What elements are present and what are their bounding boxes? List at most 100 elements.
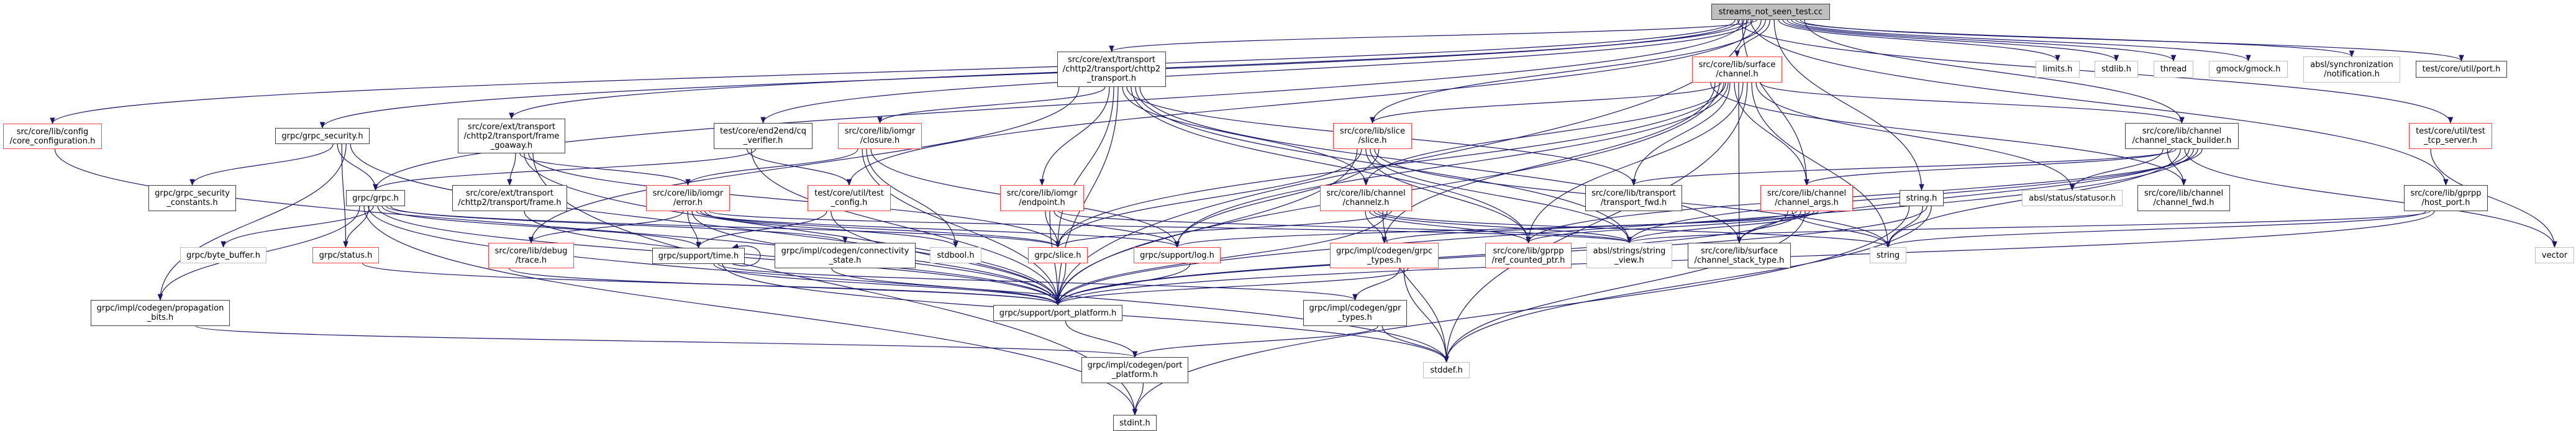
edge-time-to-time [731, 243, 761, 266]
edge-grpc_security-to-prop_bits [157, 143, 347, 301]
node-ref-counted[interactable]: src/core/lib/gprpp /ref_counted_ptr.h [1485, 243, 1572, 268]
edge-goaway-to-error [519, 153, 691, 186]
edge-surface_channel-to-channel_fwd [1710, 82, 2187, 186]
edge-main-to-chttp2 [1109, 19, 1757, 53]
node-impl-port[interactable]: grpc/impl/codegen/port _platform.h [1081, 357, 1188, 383]
node-grpc-slice[interactable]: grpc/slice.h [1028, 247, 1088, 263]
edge-surface_channel-to-statusor [1755, 82, 2075, 191]
edge-grpc_types-to-port_platform [1055, 268, 1409, 306]
node-stdint[interactable]: stdint.h [1113, 415, 1157, 431]
node-label: grpc/impl/codegen/connectivity _state.h [781, 246, 909, 265]
node-grpc-security[interactable]: grpc/grpc_security.h [275, 128, 370, 144]
node-transport-fwd[interactable]: src/core/lib/transport /transport_fwd.h [1585, 185, 1682, 211]
edge-channelz-to-ref_counted [1369, 211, 1531, 244]
node-thread[interactable]: thread [2154, 61, 2193, 78]
node-test-config[interactable]: test/core/util/test _config.h [808, 185, 891, 211]
node-stdlib[interactable]: stdlib.h [2095, 61, 2138, 78]
node-stddef[interactable]: stddef.h [1423, 362, 1470, 378]
edge-conn_state-to-port_platform [831, 268, 1061, 306]
node-channelz[interactable]: src/core/lib/channel /channelz.h [1320, 185, 1412, 211]
node-sec-constants[interactable]: grpc/grpc_security _constants.h [148, 185, 236, 211]
node-label: src/core/lib/transport /transport_fwd.h [1591, 189, 1676, 207]
node-label: src/core/ext/transport /chttp2/transport… [458, 189, 562, 207]
edge-endpoint-to-log [1054, 211, 1180, 248]
node-stack-type[interactable]: src/core/lib/surface /channel_stack_type… [1688, 243, 1791, 268]
node-error[interactable]: src/core/lib/iomgr /error.h [646, 185, 730, 211]
node-core-config[interactable]: src/core/lib/config /core_configuration.… [3, 124, 102, 149]
edge-lib_slice-to-grpc_slice [1055, 148, 1362, 248]
edge-trace-to-port_platform [509, 268, 1061, 306]
edge-stack_builder-to-transport_fwd [1631, 148, 2177, 186]
edge-impl_port-to-stdint [1132, 383, 1144, 416]
edge-port_platform-to-impl_port [1065, 320, 1138, 358]
node-closure[interactable]: src/core/lib/iomgr /closure.h [838, 123, 922, 149]
node-port-platform[interactable]: grpc/support/port_platform.h [993, 305, 1122, 321]
node-gmock[interactable]: gmock/gmock.h [2209, 61, 2288, 78]
node-endpoint[interactable]: src/core/lib/iomgr /endpoint.h [1000, 185, 1084, 211]
node-string[interactable]: string [1870, 247, 1906, 263]
node-tcp-server[interactable]: test/core/util/test _tcp_server.h [2409, 123, 2492, 149]
node-limits[interactable]: limits.h [2036, 61, 2080, 78]
node-prop-bits[interactable]: grpc/impl/codegen/propagation _bits.h [91, 300, 230, 326]
node-frame[interactable]: src/core/ext/transport /chttp2/transport… [452, 185, 567, 211]
node-stdbool[interactable]: stdbool.h [930, 247, 981, 263]
node-label: grpc/support/log.h [1140, 250, 1214, 260]
edge-prop_bits-to-impl_port [195, 325, 1137, 358]
node-grpc-types[interactable]: grpc/impl/codegen/grpc _types.h [1330, 243, 1439, 268]
node-stack-builder[interactable]: src/core/lib/channel /channel_stack_buil… [2125, 123, 2239, 149]
edge-time-to-gpr_types [717, 263, 1358, 301]
node-label: stdint.h [1119, 418, 1150, 428]
node-statusor[interactable]: absl/status/statusor.h [2022, 190, 2123, 206]
edge-error-to-log [696, 211, 1180, 248]
node-label: limits.h [2042, 65, 2073, 74]
edge-surface_channel-to-grpc_slice [1055, 82, 1724, 248]
edge-grpc-to-time [381, 206, 701, 249]
node-log[interactable]: grpc/support/log.h [1134, 247, 1221, 263]
edge-goaway-to-grpc_slice [528, 153, 1061, 248]
node-time[interactable]: grpc/support/time.h [652, 248, 745, 264]
node-label: src/core/lib/iomgr /closure.h [844, 127, 916, 145]
node-cq-verifier[interactable]: test/core/end2end/cq _verifier.h [714, 123, 812, 149]
node-grpc[interactable]: grpc/grpc.h [346, 190, 405, 206]
node-goaway[interactable]: src/core/ext/transport /chttp2/transport… [458, 119, 565, 153]
node-lib-slice[interactable]: src/core/lib/slice /slice.h [1333, 123, 1412, 149]
node-label: absl/status/statusor.h [2029, 193, 2116, 203]
edge-core_config-to-port_platform [54, 148, 1061, 306]
node-conn-state[interactable]: grpc/impl/codegen/connectivity _state.h [775, 243, 916, 268]
node-notification[interactable]: absl/synchronization /notification.h [2303, 57, 2400, 83]
node-label: stddef.h [1430, 365, 1463, 375]
edge-main-to-cq_verifier [760, 19, 1753, 124]
node-trace[interactable]: src/core/lib/debug /trace.h [488, 243, 574, 268]
edge-cq_verifier-to-grpc [373, 148, 757, 191]
node-main[interactable]: streams_not_seen_test.cc [1711, 4, 1830, 20]
edge-surface_channel-to-stddef [1444, 82, 1748, 363]
node-surface-channel[interactable]: src/core/lib/surface /channel.h [1692, 57, 1782, 83]
node-byte-buffer[interactable]: grpc/byte_buffer.h [180, 247, 266, 263]
edge-main-to-channel_args [1742, 19, 1809, 186]
node-string-h[interactable]: string.h [1900, 190, 1944, 206]
node-port[interactable]: test/core/util/port.h [2416, 61, 2507, 78]
node-gpr-types[interactable]: grpc/impl/codegen/gpr _types.h [1303, 300, 1407, 326]
node-channel-args[interactable]: src/core/lib/channel /channel_args.h [1760, 185, 1853, 211]
edge-channelz-to-port_platform [1055, 211, 1388, 306]
node-status[interactable]: grpc/status.h [312, 247, 379, 263]
edge-chttp2-to-closure [877, 86, 1106, 124]
node-label: thread [2160, 65, 2187, 74]
node-string-view[interactable]: absl/strings/string _view.h [1586, 243, 1672, 268]
node-label: grpc/impl/codegen/propagation _bits.h [96, 304, 224, 322]
node-channel-fwd[interactable]: src/core/lib/channel /channel_fwd.h [2137, 185, 2230, 211]
node-vector[interactable]: vector [2535, 247, 2574, 263]
edge-main-to-surface_channel [1734, 19, 1770, 58]
node-label: gmock/gmock.h [2216, 65, 2281, 74]
edge-grpc_types-to-gpr_types [1352, 268, 1400, 301]
edge-goaway-to-port_platform [524, 153, 1061, 306]
node-label: grpc/grpc_security.h [281, 131, 363, 141]
node-host-port[interactable]: src/core/lib/gprpp /host_port.h [2404, 185, 2488, 211]
edge-grpc-to-conn_state [390, 206, 848, 244]
node-label: src/core/lib/surface /channel_stack_type… [1694, 246, 1785, 265]
node-label: stdbool.h [937, 250, 975, 260]
edge-lib_slice-to-log [1174, 148, 1380, 248]
node-chttp2[interactable]: src/core/ext/transport /chttp2/transport… [1057, 52, 1166, 87]
node-label: test/core/util/test _config.h [814, 189, 884, 207]
edge-channelz-to-stddef [1382, 211, 1449, 363]
